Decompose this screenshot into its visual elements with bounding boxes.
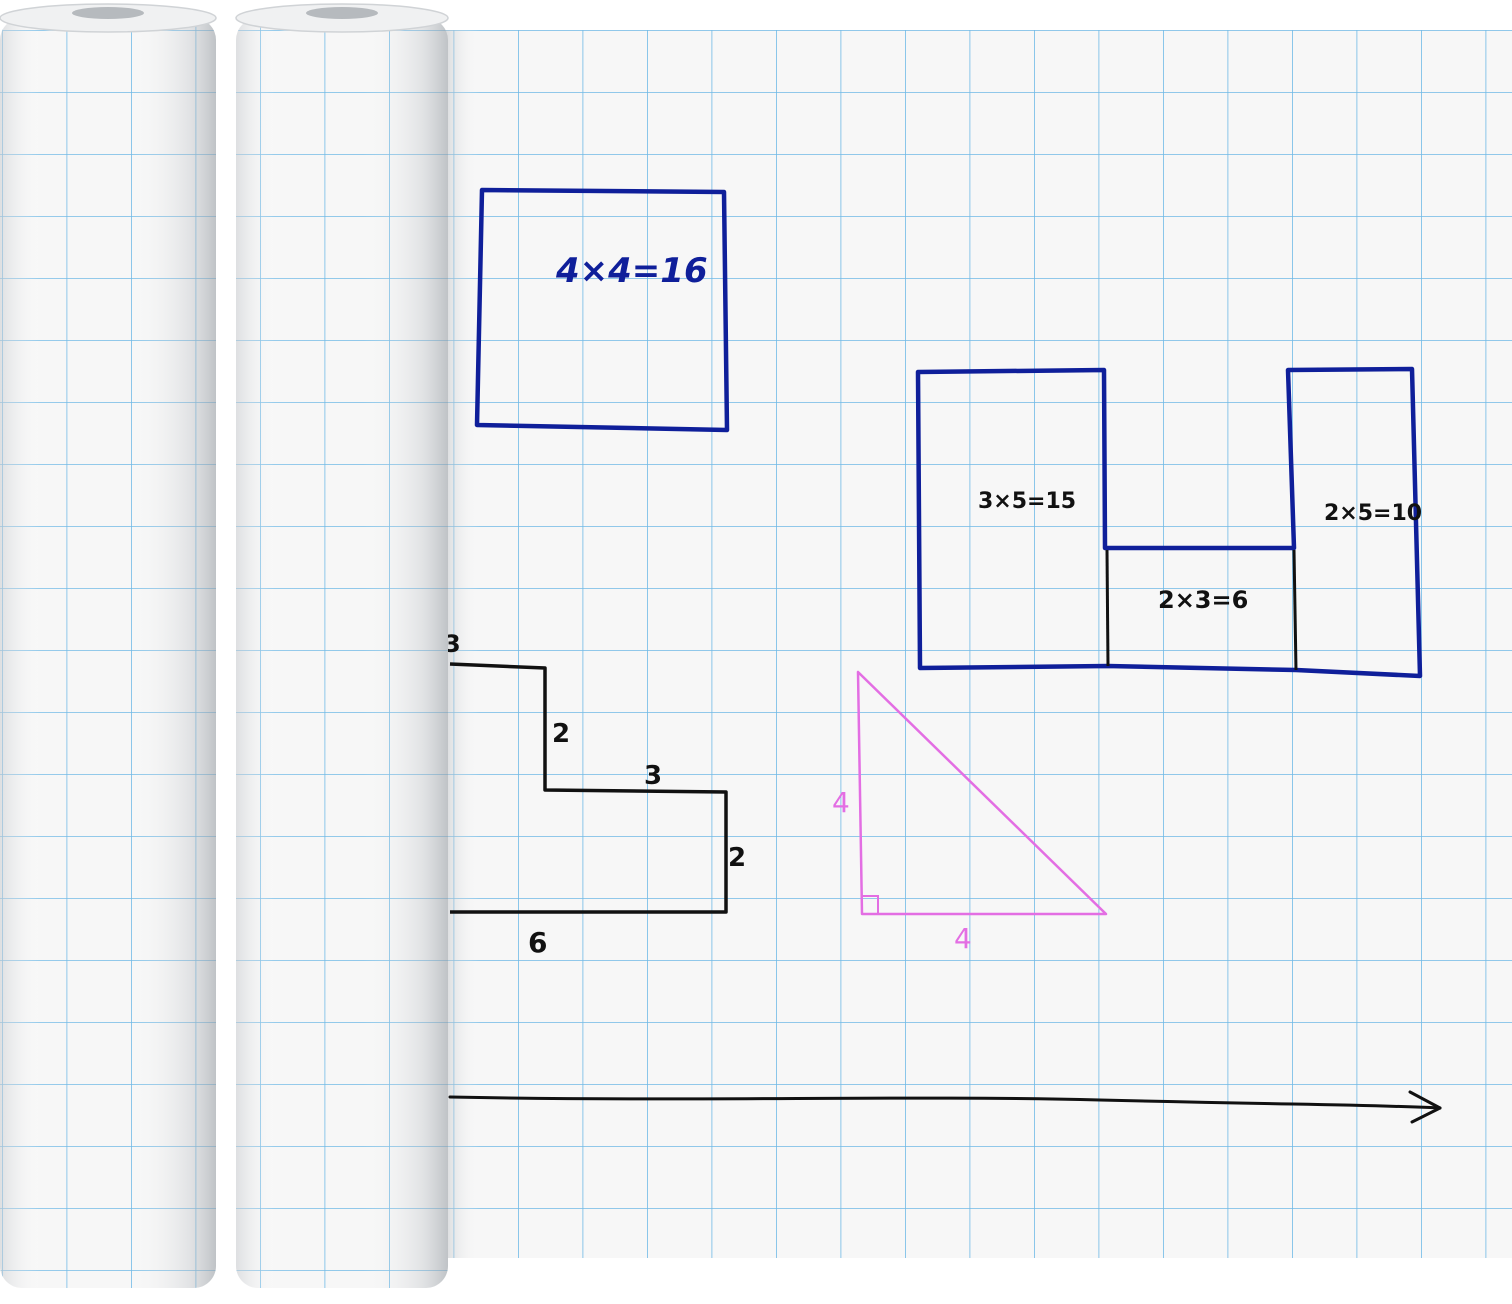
number-line-arrow [448, 1090, 1442, 1124]
left-block-formula: 3×5=15 [978, 489, 1076, 514]
triangle-base-label: 4 [954, 922, 972, 955]
step-tread-label: 3 [644, 761, 662, 791]
triangle-drawing: 4 4 [832, 670, 1108, 955]
paper-roll-left [0, 3, 217, 1288]
square-formula: 4×4=16 [555, 251, 708, 291]
square-drawing: 4×4=16 [474, 187, 730, 433]
paper-roll-right [235, 3, 449, 1288]
triangle-height-label: 4 [832, 786, 850, 819]
right-block-formula: 2×5=10 [1324, 501, 1422, 526]
composite-area-drawing: 3×5=15 2×3=6 2×5=10 [915, 366, 1423, 679]
staircase-drawing: 3 2 3 2 6 [444, 630, 746, 959]
step-base-label: 6 [528, 926, 547, 959]
middle-block-formula: 2×3=6 [1158, 586, 1248, 614]
step-top-left-label: 3 [444, 630, 461, 658]
step-riser-2-label: 2 [728, 843, 746, 873]
unrolled-sheet [440, 30, 1512, 1258]
step-riser-1-label: 2 [552, 719, 570, 749]
